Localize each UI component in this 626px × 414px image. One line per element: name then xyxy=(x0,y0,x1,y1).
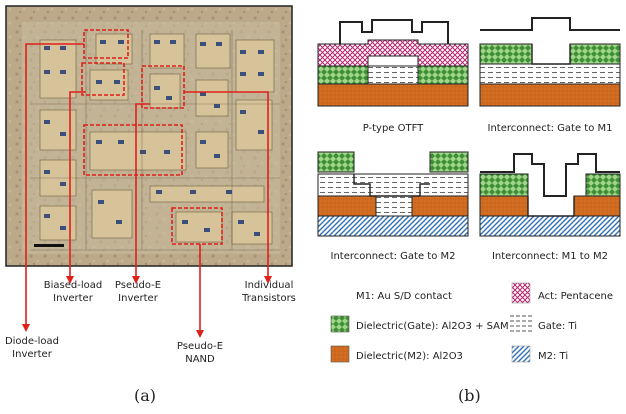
caption-b: (b) xyxy=(458,386,481,405)
legend-label-m2-ti: M2: Ti xyxy=(538,351,569,362)
cross-section-ptype-otft xyxy=(317,19,469,107)
title-m1-to-m2: Interconnect: M1 to M2 xyxy=(491,251,609,262)
legend-label-m1: M1: Au S/D contact xyxy=(356,291,452,302)
box-pseudo-e-inverter xyxy=(141,65,185,109)
cross-section-gate-to-m1 xyxy=(479,17,621,107)
cross-section-m1-to-m2 xyxy=(479,153,621,237)
box-individual-transistors xyxy=(83,124,183,176)
title-ptype-otft: P-type OTFT xyxy=(362,123,424,134)
title-gate-to-m2: Interconnect: Gate to M2 xyxy=(330,251,456,262)
chip-photo xyxy=(5,5,293,267)
legend-label-gate-ti: Gate: Ti xyxy=(538,321,578,332)
label-pseudo-e-nand: Pseudo-E NAND xyxy=(176,341,224,365)
label-diode-load-inverter: Diode-load Inverter xyxy=(4,336,60,360)
title-gate-to-m1: Interconnect: Gate to M1 xyxy=(487,123,613,134)
caption-a: (a) xyxy=(134,386,157,405)
label-pseudo-e-inverter: Pseudo-E Inverter xyxy=(114,280,162,304)
label-biased-load-inverter: Biased-load Inverter xyxy=(43,280,103,304)
legend-label-dielectric-m2: Dielectric(M2): Al2O3 xyxy=(356,351,463,362)
box-pseudo-e-nand xyxy=(171,207,223,245)
legend-label-dielectric-gate: Dielectric(Gate): Al2O3 + SAM xyxy=(356,321,509,332)
annotation-leaders xyxy=(25,43,269,330)
label-individual-transistors: Individual Transistors xyxy=(242,280,296,304)
annotation-arrowheads xyxy=(22,276,272,338)
box-biased-load-inverter xyxy=(81,62,125,96)
legend-label-pentacene: Act: Pentacene xyxy=(538,291,613,302)
cross-section-gate-to-m2 xyxy=(317,151,469,237)
legend-swatches xyxy=(330,282,532,363)
